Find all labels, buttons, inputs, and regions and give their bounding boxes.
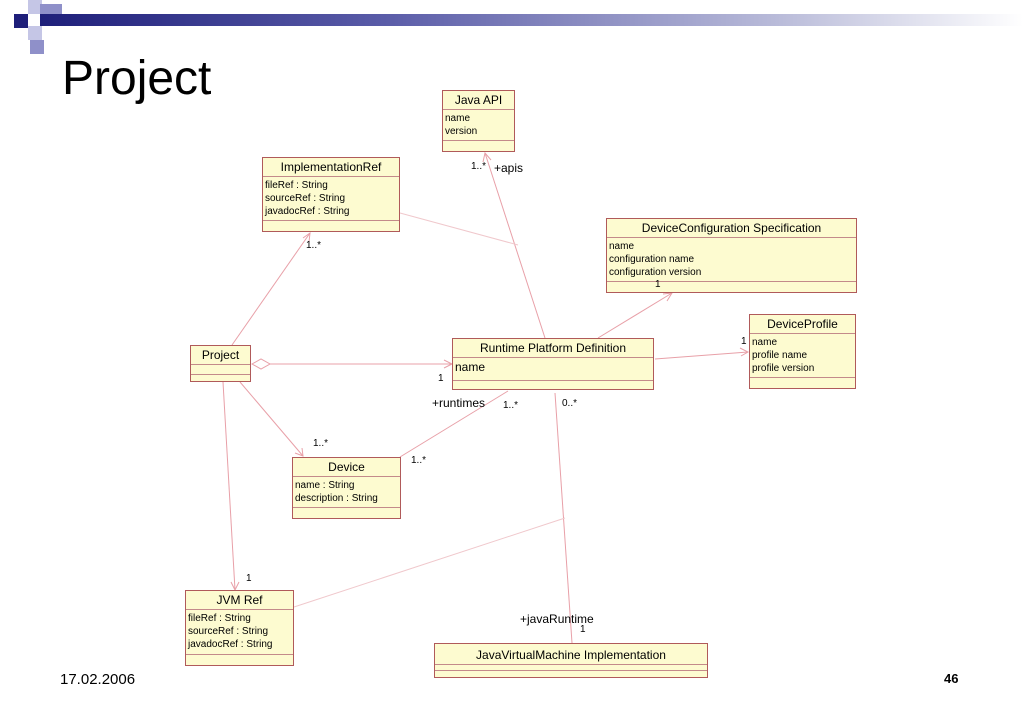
class-attributes: name version: [443, 110, 514, 138]
link-rpd-javaapi: [484, 152, 546, 339]
class-operations: [443, 140, 514, 151]
footer-date: 17.02.2006: [60, 671, 136, 688]
link-rpd-devconf: [597, 292, 673, 339]
class-device[interactable]: Device name : String description : Strin…: [292, 457, 401, 519]
devconf-multiplicity: 1: [655, 279, 661, 290]
class-device-profile[interactable]: DeviceProfile name profile name profile …: [749, 314, 856, 389]
link-project-implref: [231, 232, 311, 346]
attribute: version: [445, 126, 478, 137]
link-rpd-devprofile: [654, 351, 749, 360]
class-attributes: name configuration name configuration ve…: [607, 238, 856, 279]
class-name: Project: [191, 346, 250, 365]
class-jvm-implementation[interactable]: JavaVirtualMachine Implementation: [434, 643, 708, 678]
runtimes-multiplicity: 1..*: [503, 400, 519, 411]
link-implref-dependency: [399, 212, 519, 246]
runtimes-role: +runtimes: [432, 396, 486, 410]
attribute: name : String: [295, 480, 355, 491]
attribute: javadocRef : String: [188, 639, 273, 650]
class-name: Java API: [443, 91, 514, 110]
attribute: fileRef : String: [188, 613, 251, 624]
class-attributes: name : String description : String: [293, 477, 400, 505]
attribute: name: [455, 360, 486, 374]
slide-title: Project: [62, 52, 212, 105]
title-bar-decoration: [40, 14, 1023, 26]
link-jvmref-dependency: [293, 517, 566, 608]
deco-square-light-1: [28, 0, 42, 14]
device-multiplicity-right: 1..*: [411, 455, 427, 466]
class-runtime-platform-definition[interactable]: Runtime Platform Definition name: [452, 338, 654, 390]
deco-square-dark-1: [14, 14, 28, 28]
class-operations: [607, 281, 856, 292]
implref-multiplicity: 1..*: [306, 240, 322, 251]
javaruntime-multiplicity: 1: [580, 624, 586, 635]
jvm-multiplicity-top: 0..*: [562, 398, 578, 409]
attribute: sourceRef : String: [265, 193, 346, 204]
attribute: sourceRef : String: [188, 626, 269, 637]
javaruntime-role: +javaRuntime: [520, 612, 594, 626]
rpd-multiplicity: 1: [438, 373, 444, 384]
class-operations: [186, 654, 293, 665]
attribute: profile version: [752, 363, 815, 374]
page-number: 46: [944, 671, 959, 686]
class-operations: [191, 374, 250, 381]
deco-square-light-3: [28, 26, 42, 40]
class-operations: [293, 507, 400, 518]
attribute: fileRef : String: [265, 180, 328, 191]
attribute: name: [609, 241, 635, 252]
attribute: configuration version: [609, 267, 702, 278]
deco-square-light-4: [30, 40, 44, 54]
attribute: javadocRef : String: [265, 206, 350, 217]
class-name: JavaVirtualMachine Implementation: [435, 644, 707, 665]
apis-role: +apis: [494, 161, 524, 175]
attribute: description : String: [295, 493, 378, 504]
link-device-rpd: [399, 390, 509, 458]
class-name: DeviceProfile: [750, 315, 855, 334]
class-name: JVM Ref: [186, 591, 293, 610]
class-name: ImplementationRef: [263, 158, 399, 177]
class-project[interactable]: Project: [190, 345, 251, 382]
devprofile-multiplicity: 1: [741, 336, 747, 347]
class-device-configuration[interactable]: DeviceConfiguration Specification name c…: [606, 218, 857, 293]
class-operations: [453, 380, 653, 389]
class-operations: [750, 377, 855, 388]
link-project-device: [239, 381, 304, 457]
attribute: name: [752, 337, 778, 348]
class-attributes: name: [453, 358, 653, 374]
class-attributes: fileRef : String sourceRef : String java…: [186, 610, 293, 651]
class-java-api[interactable]: Java API name version: [442, 90, 515, 152]
apis-multiplicity: 1..*: [471, 161, 487, 172]
attribute: profile name: [752, 350, 808, 361]
class-attributes: fileRef : String sourceRef : String java…: [263, 177, 399, 218]
class-attributes: name profile name profile version: [750, 334, 855, 375]
class-operations: [263, 220, 399, 231]
jvmref-multiplicity: 1: [246, 573, 252, 584]
class-jvm-ref[interactable]: JVM Ref fileRef : String sourceRef : Str…: [185, 590, 294, 666]
class-name: Runtime Platform Definition: [453, 339, 653, 358]
class-name: Device: [293, 458, 400, 477]
class-name: DeviceConfiguration Specification: [607, 219, 856, 238]
device-multiplicity-top: 1..*: [313, 438, 329, 449]
attribute: configuration name: [609, 254, 695, 265]
link-project-jvmref: [222, 381, 236, 591]
attribute: name: [445, 113, 471, 124]
class-operations: [435, 670, 707, 677]
class-implementation-ref[interactable]: ImplementationRef fileRef : String sourc…: [262, 157, 400, 232]
